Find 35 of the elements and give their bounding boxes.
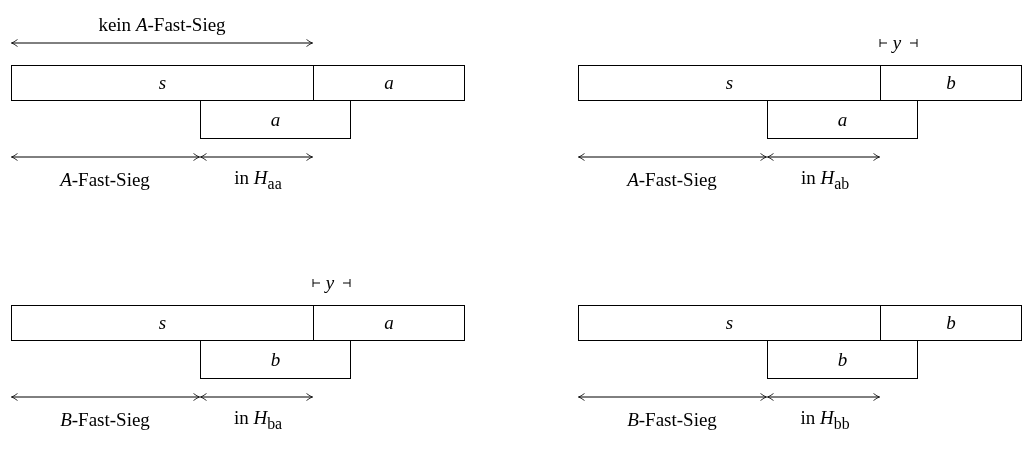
dimension-label: y	[325, 272, 335, 294]
bar-segment	[767, 100, 918, 139]
bar-segment	[11, 65, 314, 101]
range-label: A-Fast-Sieg	[60, 169, 150, 191]
segment-label: a	[384, 312, 394, 334]
bar-segment	[578, 65, 881, 101]
bar-segment	[200, 340, 351, 379]
bar-segment	[880, 305, 1022, 341]
range-label: B-Fast-Sieg	[627, 409, 717, 431]
segment-label: b	[837, 348, 848, 371]
range-label: in H$_{bb}$	[800, 407, 850, 433]
segment-label: s	[158, 72, 167, 94]
dimension-label: y	[892, 32, 902, 54]
segment-label: a	[837, 108, 848, 131]
segment-label: b	[270, 348, 281, 371]
range-label: B-Fast-Sieg	[60, 409, 150, 431]
bar-segment	[313, 65, 465, 101]
bar-segment	[880, 65, 1022, 101]
segment-label: a	[270, 108, 281, 131]
bar-segment	[11, 305, 314, 341]
range-label: in H$_{ba}$	[233, 407, 283, 433]
segment-label: b	[946, 72, 956, 94]
bar-segment	[313, 305, 465, 341]
range-label: in H$_{aa}$	[234, 167, 282, 193]
segment-label: s	[725, 312, 734, 334]
bar-segment	[200, 100, 351, 139]
segment-label: s	[725, 72, 734, 94]
bar-segment	[578, 305, 881, 341]
range-label: A-Fast-Sieg	[627, 169, 717, 191]
bar-segment	[767, 340, 918, 379]
segment-label: s	[158, 312, 167, 334]
segment-label: b	[946, 312, 956, 334]
range-label: kein A-Fast-Sieg	[98, 14, 226, 36]
segment-label: a	[384, 72, 394, 94]
range-label: in H$_{ab}$	[800, 167, 850, 193]
